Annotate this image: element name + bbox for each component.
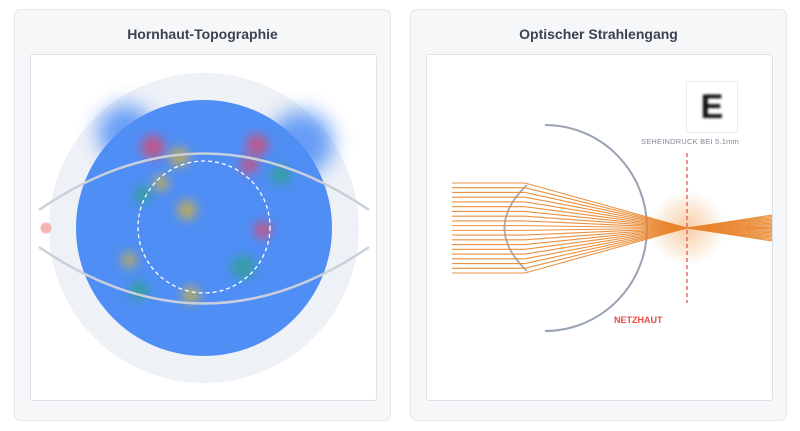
light-ray: [452, 201, 772, 237]
light-ray: [452, 226, 772, 231]
light-rays: [452, 182, 772, 274]
optics-canvas: E SEHEINDRUCK BEI 5.1mm NETZHAUT: [426, 54, 773, 401]
topography-hotspot: [254, 221, 272, 239]
light-ray: [452, 225, 772, 236]
eyeball-outline: [544, 124, 648, 332]
topography-hotspot: [271, 165, 291, 185]
light-ray: [452, 217, 772, 265]
topography-hotspot: [246, 134, 268, 156]
cornea: [76, 100, 332, 356]
optics-panel: Optischer Strahlengang E SEHEINDRUCK BEI…: [410, 9, 787, 421]
topography-hotspot: [177, 200, 197, 220]
topography-hotspot: [169, 147, 189, 167]
light-ray: [452, 220, 772, 231]
light-ray: [452, 215, 772, 269]
light-ray: [452, 206, 772, 235]
upper-eyelid-line: [38, 152, 370, 212]
light-ray: [452, 215, 772, 232]
optics-title: Optischer Strahlengang: [519, 26, 678, 42]
light-ray: [452, 210, 772, 234]
topography-hotspot: [153, 175, 169, 191]
lower-eyelid-line: [38, 245, 370, 305]
light-ray: [452, 182, 772, 242]
topography-hotspot: [240, 156, 258, 174]
eye-chart-box: E: [686, 81, 738, 133]
light-ray: [452, 187, 772, 241]
light-ray: [452, 222, 772, 246]
topography-hotspot: [129, 281, 149, 301]
optical-path-diagram: [452, 124, 772, 332]
topography-hotspot: [141, 135, 165, 159]
topography-panel: Hornhaut-Topographie: [14, 9, 391, 421]
topography-hotspot: [121, 252, 137, 268]
light-ray: [452, 196, 772, 238]
light-ray: [452, 218, 772, 260]
topography-hotspot: [134, 186, 152, 204]
eye-chart-letter: E: [700, 88, 724, 126]
light-ray: [452, 219, 772, 255]
light-ray: [452, 214, 772, 274]
topography-hotspot: [182, 286, 200, 304]
topography-canvas: [30, 54, 377, 401]
light-ray: [452, 191, 772, 239]
optical-zone-ring: [137, 160, 271, 294]
topography-title: Hornhaut-Topographie: [127, 26, 278, 42]
light-ray: [452, 225, 772, 230]
retina-label: NETZHAUT: [614, 315, 663, 325]
topography-hotspot: [231, 255, 255, 279]
light-ray: [452, 221, 772, 250]
cornea-topography-map: [38, 73, 370, 383]
side-marker-dot: [40, 222, 52, 234]
lens-outline: [503, 184, 528, 272]
vision-distance-label: SEHEINDRUCK BEI 5.1mm: [641, 137, 739, 146]
light-ray: [452, 224, 772, 241]
hotspot-layer: [121, 134, 291, 304]
